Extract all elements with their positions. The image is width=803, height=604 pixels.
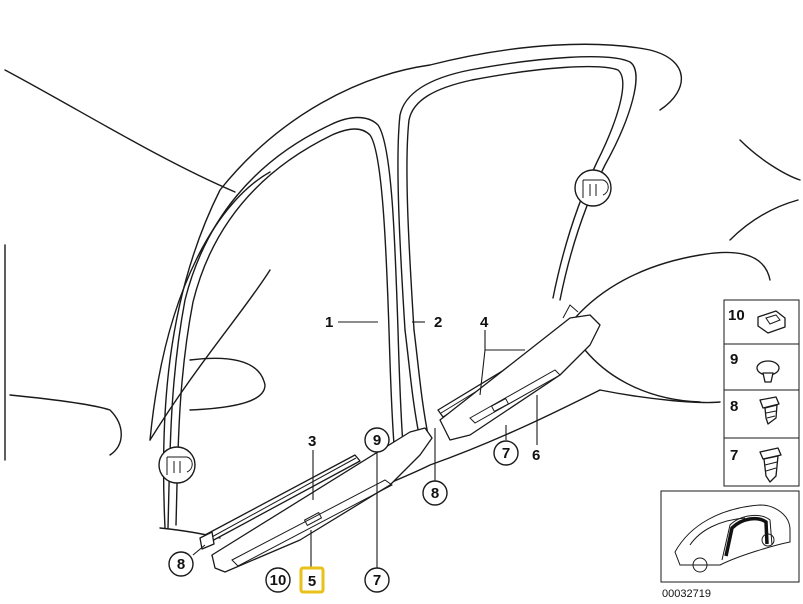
svg-text:8: 8 — [431, 485, 439, 502]
legend-label-10: 10 — [728, 307, 745, 324]
clip-8-icon — [759, 396, 780, 425]
callout-7-front: 7 — [364, 567, 390, 593]
car-body-outline — [4, 43, 801, 557]
rear-scuff-plate — [439, 314, 601, 441]
label-1: 1 — [325, 314, 333, 331]
callout-10: 10 — [265, 567, 291, 593]
door-seal-clip-icon-lower — [158, 446, 196, 484]
label-6: 6 — [532, 447, 540, 464]
front-sill-strip — [199, 454, 361, 550]
callout-8-rear: 8 — [422, 480, 448, 506]
legend-label-8: 8 — [730, 398, 738, 415]
svg-text:5: 5 — [308, 573, 316, 590]
legend-label-9: 9 — [730, 351, 738, 368]
front-door-seal — [167, 116, 406, 529]
svg-text:7: 7 — [373, 572, 381, 589]
door-seal-clip-icon-upper — [574, 169, 612, 207]
label-3: 3 — [308, 433, 316, 450]
label-4: 4 — [480, 314, 489, 331]
callout-5-highlighted: 5 — [299, 566, 325, 594]
callout-9: 9 — [364, 427, 390, 453]
callout-8-front: 8 — [168, 551, 194, 577]
fastener-legend: 10 9 8 7 — [723, 299, 800, 487]
legend-label-7: 7 — [730, 447, 738, 464]
rivet-9-icon — [756, 360, 780, 383]
svg-text:7: 7 — [502, 445, 510, 462]
vehicle-locator-icon — [660, 490, 800, 583]
leader-lines — [192, 321, 538, 568]
svg-text:10: 10 — [270, 572, 287, 589]
label-2: 2 — [434, 314, 442, 331]
clip-10-icon — [757, 310, 786, 334]
callout-7-rear: 7 — [493, 440, 519, 466]
svg-text:8: 8 — [177, 556, 185, 573]
svg-text:9: 9 — [373, 432, 381, 449]
clip-7-icon — [759, 447, 782, 483]
drawing-number: 00032719 — [662, 588, 711, 600]
front-scuff-plate — [211, 427, 433, 573]
